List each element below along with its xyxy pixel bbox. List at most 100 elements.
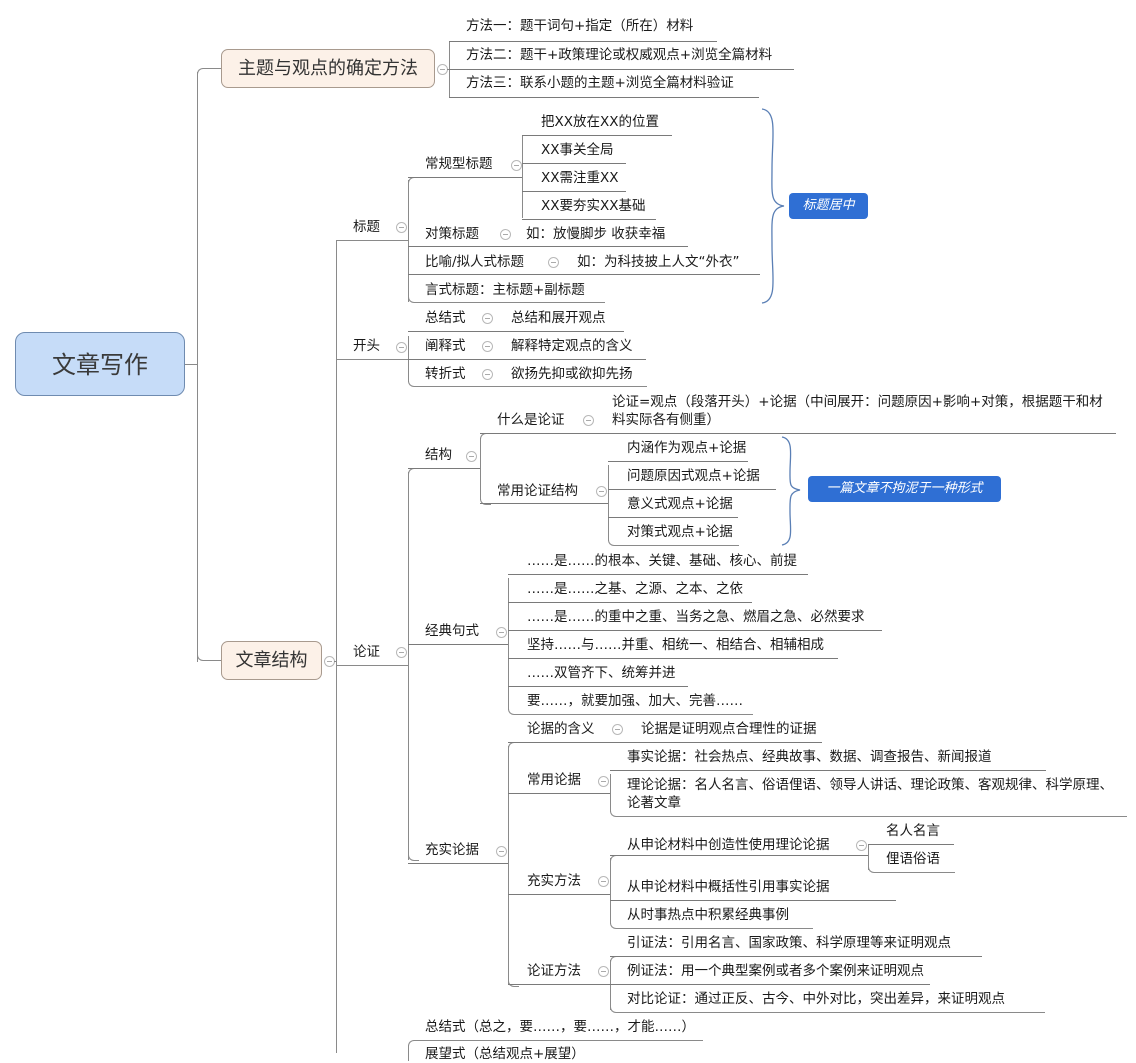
node-common-argument-structure[interactable]: 常用论证结构 [497, 483, 578, 499]
node-current-events[interactable]: 从时事热点中积累经典事例 [627, 907, 789, 923]
node-title[interactable]: 标题 [353, 219, 380, 235]
node-common-evidence[interactable]: 常用论据 [527, 772, 581, 788]
node-conv-3[interactable]: XX需注重XX [541, 170, 619, 186]
root-topic[interactable]: 文章写作 [15, 332, 185, 396]
node-famous-quotes[interactable]: 名人名言 [886, 823, 940, 839]
callout-not-one-form[interactable]: 一篇文章不拘泥于一种形式 [808, 476, 1001, 502]
connector [608, 465, 609, 541]
collapse-icon[interactable] [583, 415, 594, 426]
collapse-icon[interactable] [598, 776, 609, 787]
main-topic-article-structure[interactable]: 文章结构 [221, 641, 322, 680]
connector [408, 180, 409, 302]
underline [449, 41, 717, 42]
collapse-icon[interactable] [396, 222, 407, 233]
connector [868, 845, 869, 870]
node-opening-explain[interactable]: 阐释式 [425, 338, 466, 354]
collapse-icon[interactable] [500, 229, 511, 240]
connector [508, 978, 519, 987]
node-method-3[interactable]: 方法三：联系小题的主题+浏览全篇材料验证 [466, 75, 734, 91]
node-classic-5[interactable]: ……双管齐下、统筹并进 [527, 665, 676, 681]
collapse-icon[interactable] [612, 724, 623, 735]
underline [508, 602, 752, 603]
node-evidence-meaning[interactable]: 论据的含义 [527, 721, 595, 737]
node-classic-4[interactable]: 坚持……与……并重、相统一、相结合、相辅相成 [527, 637, 824, 653]
callout-title-centered[interactable]: 标题居中 [789, 193, 868, 219]
node-argument-methods[interactable]: 论证方法 [527, 963, 581, 979]
node-conventional-title[interactable]: 常规型标题 [425, 156, 493, 172]
node-countermeasure-example[interactable]: 如：放慢脚步 收获幸福 [526, 226, 666, 242]
node-opening-turn-desc[interactable]: 欲扬先抑或欲抑先扬 [511, 366, 633, 382]
underline [408, 359, 646, 360]
node-contrast-method[interactable]: 对比论证：通过正反、古今、中外对比，突出差异，来证明观点 [627, 991, 1005, 1007]
collapse-icon[interactable] [396, 342, 407, 353]
underline [508, 708, 753, 715]
main-topic-theme-methods[interactable]: 主题与观点的确定方法 [221, 49, 435, 88]
underline [610, 922, 813, 929]
collapse-icon[interactable] [466, 451, 477, 462]
underline [408, 296, 605, 303]
collapse-icon[interactable] [482, 369, 493, 380]
collapse-icon[interactable] [548, 257, 559, 268]
node-classic-3[interactable]: ……是……的重中之重、当务之急、燃眉之急、必然要求 [527, 609, 865, 625]
node-metaphor-title[interactable]: 比喻/拟人式标题 [425, 254, 525, 270]
underline [508, 742, 822, 743]
collapse-icon[interactable] [511, 160, 522, 171]
node-common-struct-3[interactable]: 意义式观点+论据 [627, 496, 733, 512]
node-classic-1[interactable]: ……是……的根本、关键、基础、核心、前提 [527, 553, 797, 569]
node-what-is-argument-desc[interactable]: 论证=观点（段落开头）+论据（中间展开：问题原因+影响+对策，根据题干和材料实际… [612, 394, 1103, 428]
collapse-icon[interactable] [596, 486, 607, 497]
node-method-1[interactable]: 方法一：题干词句+指定（所在）材料 [466, 18, 694, 34]
node-ending-summary[interactable]: 总结式（总之，要……，要……，才能……） [425, 1019, 695, 1035]
node-creative-theory[interactable]: 从申论材料中创造性使用理论论据 [627, 837, 830, 853]
underline [508, 984, 610, 985]
node-quote-title[interactable]: 言式标题：主标题+副标题 [425, 282, 585, 298]
node-enrich-evidence[interactable]: 充实论据 [425, 842, 479, 858]
node-proverbs[interactable]: 俚语俗语 [886, 851, 940, 867]
collapse-icon[interactable] [482, 313, 493, 324]
node-classic-6[interactable]: 要……，就要加强、加大、完善…… [527, 693, 743, 709]
node-countermeasure-title[interactable]: 对策标题 [425, 226, 479, 242]
node-classic-2[interactable]: ……是……之基、之源、之本、之依 [527, 581, 743, 597]
node-conv-2[interactable]: XX事关全局 [541, 142, 614, 158]
collapse-icon[interactable] [396, 647, 407, 658]
node-method-2[interactable]: 方法二：题干+政策理论或权威观点+浏览全篇材料 [466, 47, 773, 63]
node-conv-4[interactable]: XX要夯实XX基础 [541, 198, 646, 214]
node-opening-turn[interactable]: 转折式 [425, 366, 466, 382]
node-evidence-meaning-desc[interactable]: 论据是证明观点合理性的证据 [641, 721, 817, 737]
node-structure[interactable]: 结构 [425, 447, 452, 463]
brace-icon [761, 108, 785, 304]
connector [508, 578, 509, 710]
node-opening-explain-desc[interactable]: 解释特定观点的含义 [511, 338, 633, 354]
node-citation-method[interactable]: 引证法：引用名言、国家政策、科学原理等来证明观点 [627, 935, 951, 951]
node-opening-summary-desc[interactable]: 总结和展开观点 [511, 310, 606, 326]
node-common-struct-2[interactable]: 问题原因式观点+论据 [627, 468, 760, 484]
collapse-icon[interactable] [598, 966, 609, 977]
connector [480, 438, 481, 500]
node-fact-evidence[interactable]: 事实论据：社会热点、经典故事、数据、调查报告、新闻报道 [627, 749, 992, 765]
connector [336, 665, 408, 666]
node-classic-sentences[interactable]: 经典句式 [425, 623, 479, 639]
collapse-icon[interactable] [598, 876, 609, 887]
collapse-icon[interactable] [496, 846, 507, 857]
node-opening-summary[interactable]: 总结式 [425, 310, 466, 326]
collapse-icon[interactable] [856, 840, 867, 851]
node-conv-1[interactable]: 把XX放在XX的位置 [541, 114, 659, 130]
underline [408, 331, 624, 332]
node-theory-evidence[interactable]: 理论论据：名人名言、俗语俚语、领导人讲话、理论政策、客观规律、科学原理、论著文章 [627, 777, 1113, 811]
connector [610, 855, 621, 864]
node-fact-citation[interactable]: 从申论材料中概括性引用事实论据 [627, 879, 830, 895]
node-example-method[interactable]: 例证法：用一个典型案例或者多个案例来证明观点 [627, 963, 924, 979]
collapse-icon[interactable] [482, 341, 493, 352]
node-argument[interactable]: 论证 [353, 644, 380, 660]
node-metaphor-example[interactable]: 如：为科技披上人文“外衣” [577, 254, 740, 270]
connector [449, 42, 450, 98]
node-common-struct-1[interactable]: 内涵作为观点+论据 [627, 440, 747, 456]
node-opening[interactable]: 开头 [353, 338, 380, 354]
node-common-struct-4[interactable]: 对策式观点+论据 [627, 524, 733, 540]
connector [408, 852, 419, 861]
node-ending-outlook[interactable]: 展望式（总结观点+展望） [425, 1046, 585, 1062]
connector [185, 364, 197, 365]
node-what-is-argument[interactable]: 什么是论证 [497, 412, 565, 428]
node-enrich-methods[interactable]: 充实方法 [527, 873, 581, 889]
collapse-icon[interactable] [496, 627, 507, 638]
